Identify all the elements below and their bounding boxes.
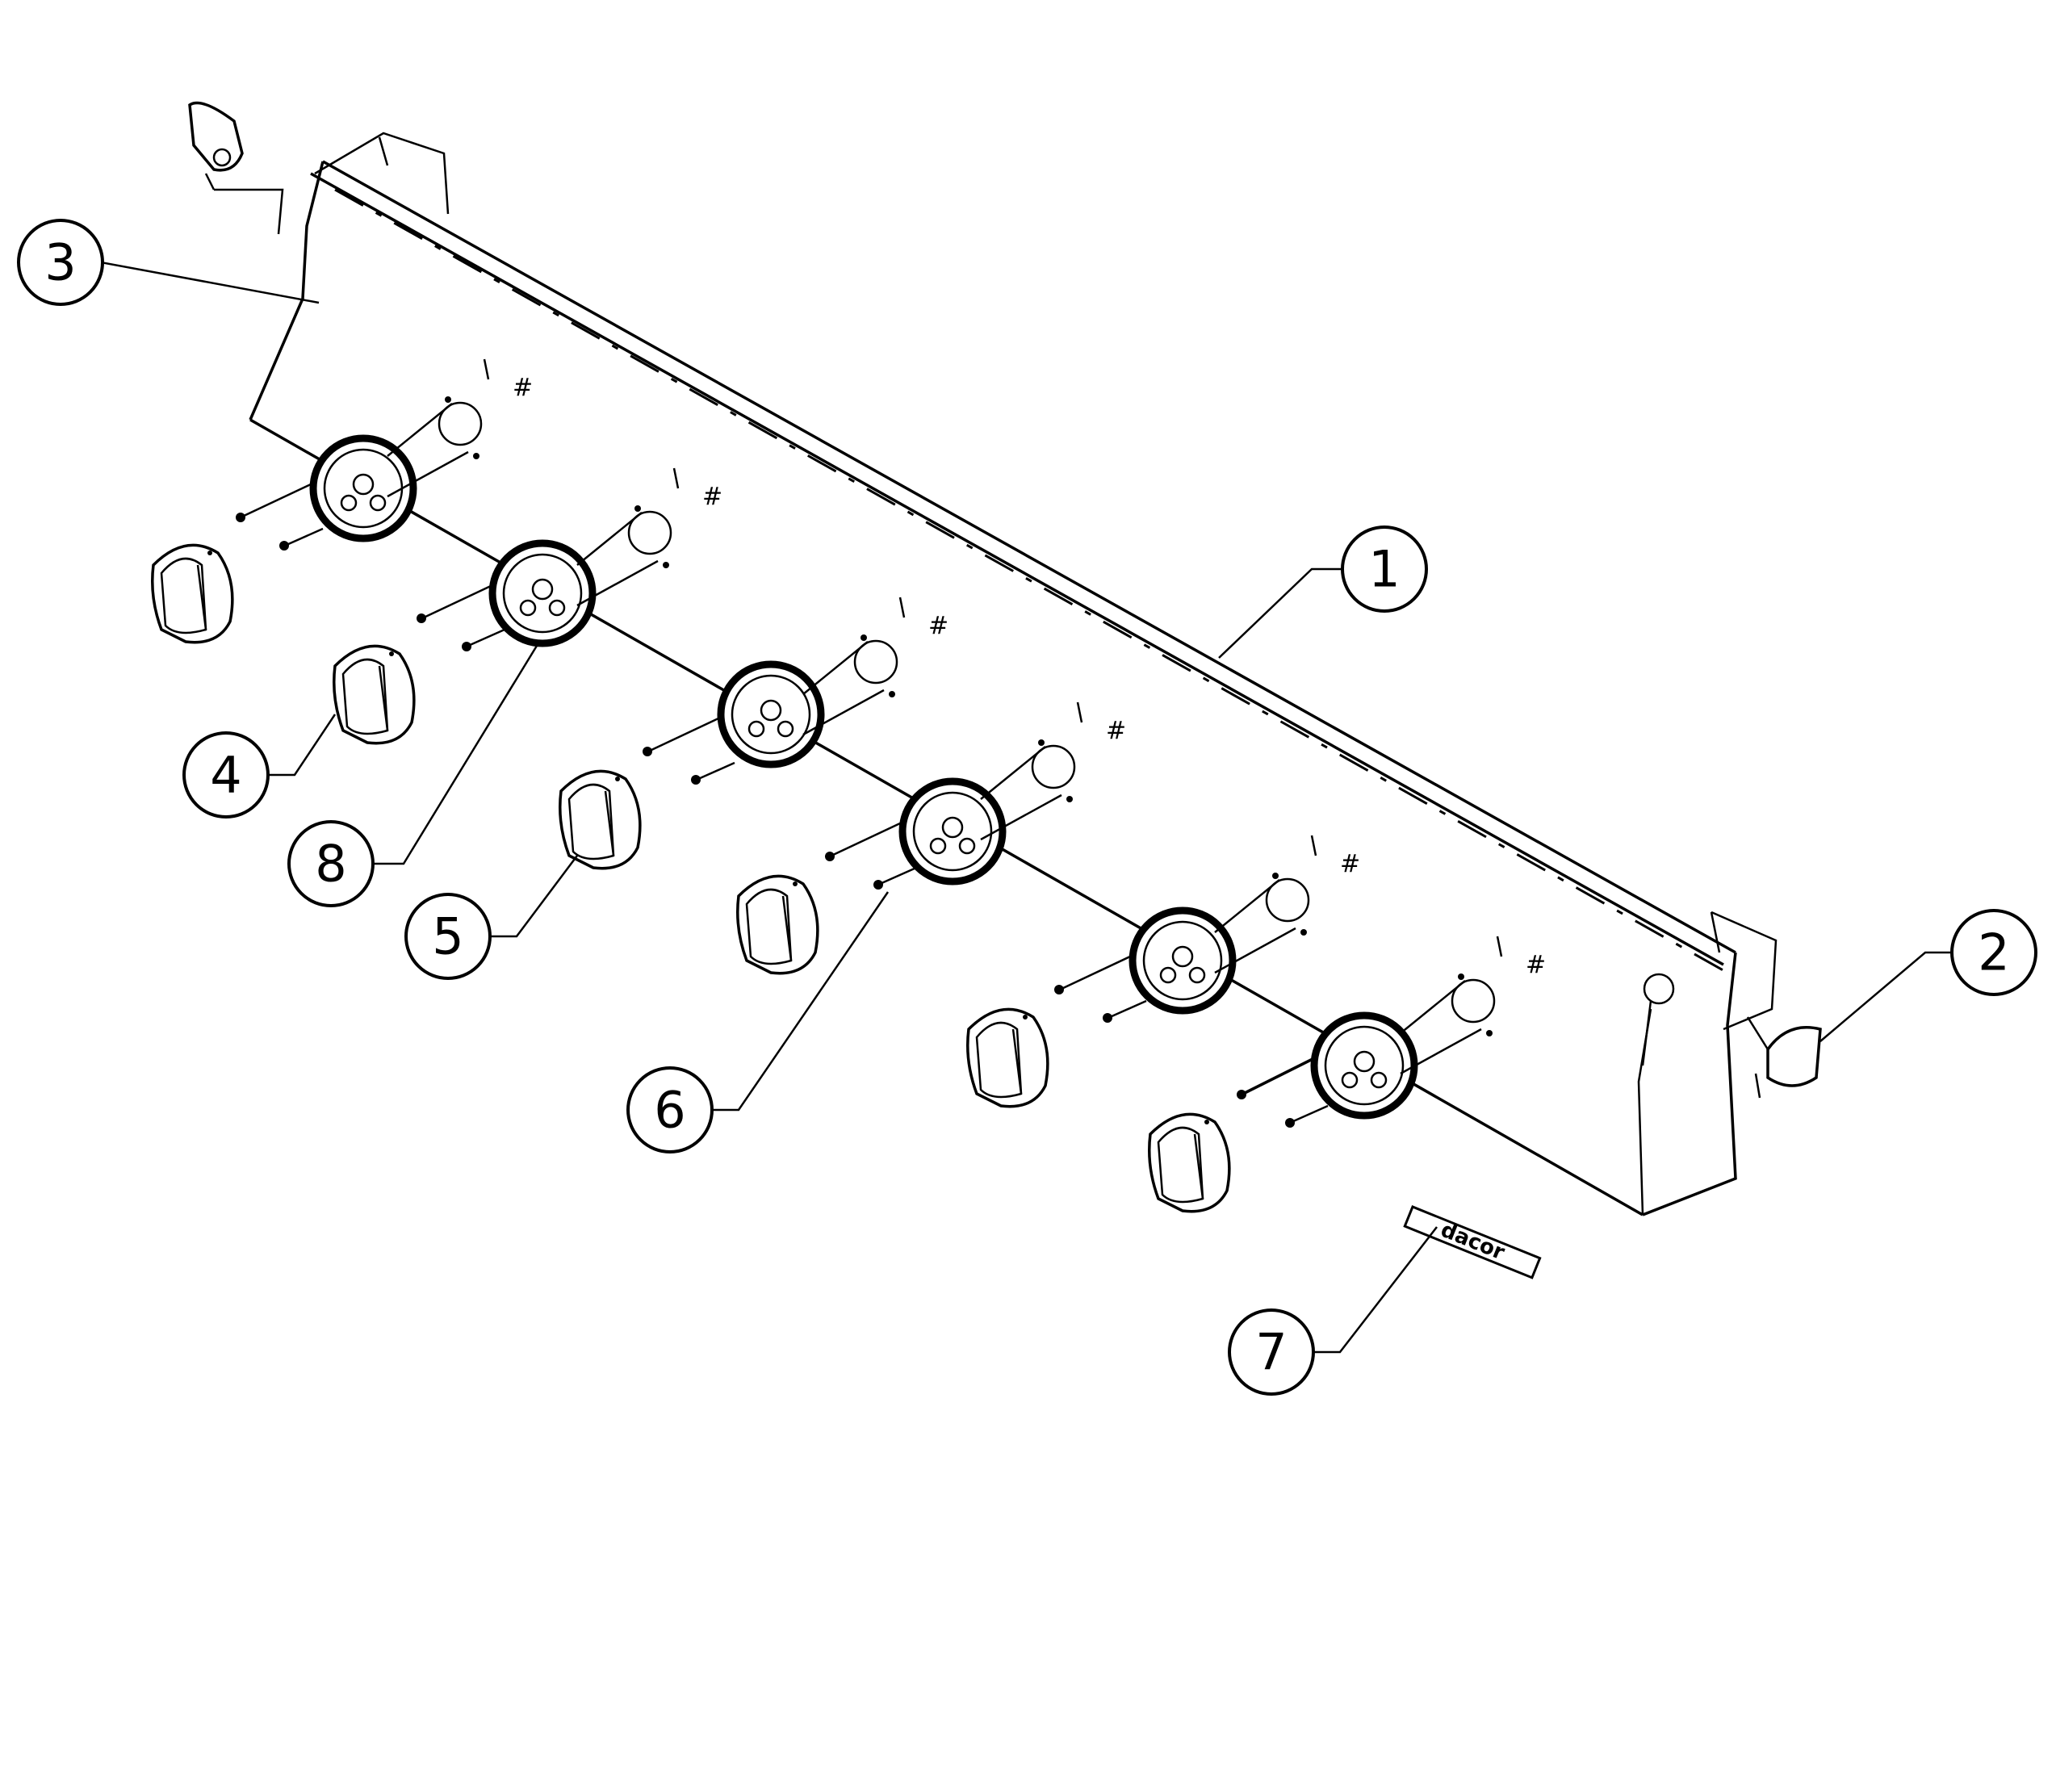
callout-8: 8 <box>287 820 375 907</box>
knob-4 <box>736 874 819 975</box>
right-end-cap <box>1641 973 1822 1099</box>
bezel-1 <box>309 434 417 542</box>
valve-clip-5: # <box>1214 835 1360 974</box>
bezel-4 <box>898 777 1007 886</box>
knob-2 <box>333 644 416 745</box>
left-end-cap <box>188 101 284 235</box>
callout-8-label: 8 <box>315 835 346 894</box>
valve-clip-2: # <box>576 467 722 607</box>
callout-6-label: 6 <box>654 1081 685 1140</box>
callout-1: 1 <box>1341 525 1428 613</box>
svg-text:#: # <box>1526 951 1546 979</box>
svg-text:#: # <box>513 374 533 402</box>
callout-2: 2 <box>1950 909 2037 996</box>
callout-5-label: 5 <box>432 907 463 966</box>
bezel-2 <box>488 539 597 647</box>
callout-4-label: 4 <box>210 746 241 805</box>
leader-lines <box>100 261 1953 1354</box>
badge-text: dacor <box>1438 1218 1509 1266</box>
knob-5 <box>966 1007 1049 1108</box>
bezel-5 <box>1128 906 1237 1015</box>
bezel-3 <box>717 660 825 768</box>
callout-2-label: 2 <box>1978 923 2009 982</box>
callout-1-label: 1 <box>1368 540 1400 599</box>
svg-text:#: # <box>928 612 948 640</box>
screw-group <box>236 483 1329 1128</box>
bezel-6 <box>1310 1011 1418 1120</box>
svg-text:#: # <box>1106 717 1126 745</box>
callout-6: 6 <box>626 1066 714 1153</box>
knob-group <box>151 543 1231 1213</box>
callout-7-label: 7 <box>1255 1323 1287 1382</box>
callout-3-label: 3 <box>44 233 76 292</box>
valve-clip-3: # <box>802 597 948 736</box>
svg-text:#: # <box>1340 850 1360 878</box>
knob-1 <box>151 543 234 644</box>
knob-6 <box>1148 1112 1231 1213</box>
valve-clip-4: # <box>980 701 1126 841</box>
svg-text:#: # <box>702 483 722 511</box>
callout-7: 7 <box>1228 1308 1315 1396</box>
valve-clip-1: # <box>387 358 533 498</box>
bezel-group <box>309 434 1418 1120</box>
callout-5: 5 <box>404 893 492 980</box>
valve-clip-group: # # # # <box>387 358 1546 1075</box>
valve-clip-6: # <box>1400 936 1546 1075</box>
callout-4: 4 <box>182 731 270 819</box>
knob-3 <box>559 769 642 870</box>
control-panel-part <box>249 132 1778 1216</box>
callout-3: 3 <box>17 219 104 306</box>
